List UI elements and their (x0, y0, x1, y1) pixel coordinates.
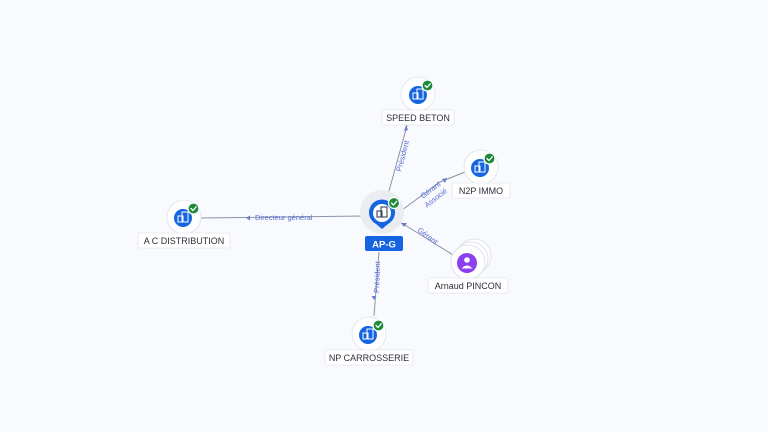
building-icon (177, 211, 189, 223)
edge-arrow (371, 296, 377, 300)
node-label: SPEED BETON (386, 113, 450, 123)
building-icon (362, 328, 374, 340)
verified-check-icon (387, 196, 401, 210)
node-label-box (324, 349, 414, 366)
center-label: AP-G (372, 240, 396, 251)
edge-label-speed-beton: Président (394, 139, 411, 173)
verified-check-icon (483, 152, 496, 165)
edge-label-arnaud-pincon: Gérant (416, 225, 440, 247)
edge-np-carrosserie[interactable]: Président (371, 251, 383, 317)
node-label: NP CARROSSERIE (329, 353, 409, 363)
verified-check-icon (187, 202, 200, 215)
verified-check-icon (421, 79, 434, 92)
edge-ac-distribution[interactable]: Directeur général (199, 213, 365, 222)
building-icon (412, 88, 424, 100)
node-label-box (451, 182, 511, 199)
person-icon (461, 257, 473, 269)
node-ac-distribution[interactable]: A C DISTRIBUTION (137, 199, 231, 249)
node-speed-beton[interactable]: SPEED BETON (381, 76, 455, 126)
edge-label-np-carrosserie: Président (372, 260, 382, 293)
center-label-tag (365, 236, 403, 251)
node-np-carrosserie[interactable]: NP CARROSSERIE (324, 316, 414, 366)
node-core (457, 253, 477, 273)
edge-label-ac-distribution: Directeur général (255, 213, 313, 222)
node-label: N2P IMMO (459, 186, 503, 196)
building-icon (376, 206, 388, 218)
node-n2p-immo[interactable]: N2P IMMO (451, 149, 511, 199)
node-label: A C DISTRIBUTION (144, 236, 225, 246)
edge-speed-beton[interactable]: Président (385, 121, 411, 203)
edge-arrow (442, 178, 447, 183)
node-label-box (381, 109, 455, 126)
edge-arrow (246, 215, 250, 221)
node-arnaud-pincon[interactable]: Arnaud PINCON (427, 238, 509, 294)
edge-arrow (404, 125, 408, 131)
node-label-box (427, 277, 509, 294)
building-icon (474, 161, 486, 173)
node-label: Arnaud PINCON (435, 281, 502, 291)
edge-arrow (401, 223, 407, 227)
node-label-box (137, 232, 231, 249)
verified-check-icon (372, 319, 385, 332)
node-center-ap-g[interactable]: AP-G (360, 190, 404, 251)
edge-arnaud-pincon[interactable]: Gérant (399, 221, 459, 259)
